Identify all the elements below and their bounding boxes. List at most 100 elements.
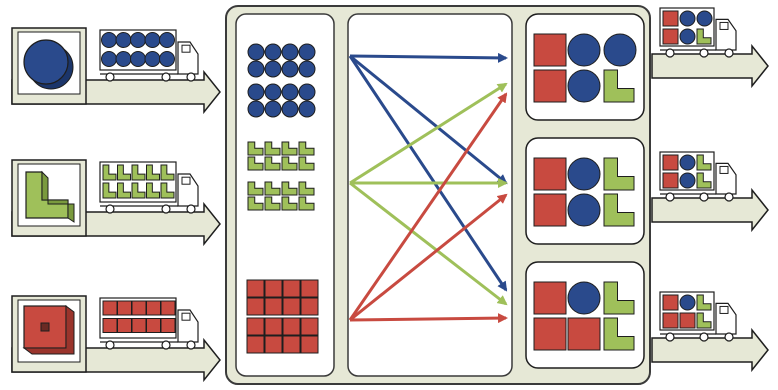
- circle-item: [568, 70, 600, 102]
- circle-item: [116, 33, 131, 48]
- square-item: [161, 301, 175, 315]
- truck-wheel: [187, 341, 195, 349]
- outbound-box-3: [526, 262, 644, 368]
- destination-row-3: [652, 292, 768, 370]
- square-item: [103, 301, 117, 315]
- truck-wheel: [700, 333, 708, 341]
- truck-wheel: [725, 193, 733, 201]
- square-item: [534, 194, 566, 226]
- square-item: [283, 280, 300, 297]
- truck-wheel: [666, 193, 674, 201]
- destination-row-1: [652, 8, 768, 86]
- circle-item: [299, 61, 315, 77]
- square-item: [161, 319, 175, 333]
- square-item: [534, 282, 566, 314]
- square-item: [265, 298, 282, 315]
- circle-item: [568, 282, 600, 314]
- square-item: [534, 318, 566, 350]
- destination-row-2: [652, 152, 768, 230]
- source-circle: [24, 40, 68, 84]
- truck-wheel: [700, 193, 708, 201]
- circle-item: [265, 84, 281, 100]
- square-item: [568, 318, 600, 350]
- square-item: [534, 158, 566, 190]
- circle-item: [568, 194, 600, 226]
- cross-dock-hub: [226, 6, 650, 384]
- truck-wheel: [666, 333, 674, 341]
- circle-item: [282, 44, 298, 60]
- truck-wheel: [106, 205, 114, 213]
- square-item: [283, 298, 300, 315]
- square-item: [103, 319, 117, 333]
- circle-item: [680, 11, 695, 26]
- square-item: [663, 11, 678, 26]
- truck-wheel: [162, 73, 170, 81]
- sorting-area: [348, 14, 512, 376]
- circle-item: [160, 52, 175, 67]
- square-item: [301, 318, 318, 335]
- square-item: [118, 301, 132, 315]
- square-item: [301, 280, 318, 297]
- source-square-mark: [41, 323, 49, 331]
- circle-item: [145, 52, 160, 67]
- circle-item: [160, 33, 175, 48]
- circle-item: [282, 84, 298, 100]
- route-arrow-circle-to-1: [350, 56, 506, 58]
- outbound-box-1: [526, 14, 644, 120]
- square-item: [132, 301, 146, 315]
- destination-rows: [652, 8, 768, 370]
- square-item: [301, 336, 318, 353]
- truck-wheel: [106, 73, 114, 81]
- square-item: [265, 318, 282, 335]
- circle-item: [299, 44, 315, 60]
- square-item: [534, 70, 566, 102]
- truck-wheel: [187, 205, 195, 213]
- outbound-box-2: [526, 138, 644, 244]
- truck-wheel: [725, 333, 733, 341]
- circle-item: [265, 101, 281, 117]
- square-item: [147, 319, 161, 333]
- square-item: [663, 173, 678, 188]
- outbound-box-frame: [526, 138, 644, 244]
- square-item: [265, 280, 282, 297]
- square-item: [247, 318, 264, 335]
- truck-wheel: [106, 341, 114, 349]
- square-item: [663, 313, 678, 328]
- circle-item: [680, 155, 695, 170]
- outbound-box-frame: [526, 14, 644, 120]
- square-item: [663, 295, 678, 310]
- circle-item: [131, 52, 146, 67]
- circle-item: [680, 295, 695, 310]
- circle-item: [568, 34, 600, 66]
- square-item: [265, 336, 282, 353]
- truck-window: [720, 306, 728, 313]
- truck-window: [720, 166, 728, 173]
- square-item: [247, 280, 264, 297]
- circle-item: [568, 158, 600, 190]
- circle-item: [282, 61, 298, 77]
- supplier-row-lshape: [12, 160, 220, 244]
- supplier-rows: [12, 28, 220, 380]
- square-item: [663, 155, 678, 170]
- circle-item: [265, 44, 281, 60]
- circle-item: [248, 61, 264, 77]
- truck-window: [720, 22, 728, 29]
- circle-item: [265, 61, 281, 77]
- route-arrow-square-to-3: [350, 318, 506, 320]
- truck-wheel: [725, 49, 733, 57]
- circle-item: [248, 84, 264, 100]
- circle-item: [697, 11, 712, 26]
- circle-item: [282, 101, 298, 117]
- truck-wheel: [666, 49, 674, 57]
- circle-item: [102, 33, 117, 48]
- truck-wheel: [187, 73, 195, 81]
- square-item: [283, 318, 300, 335]
- truck-wheel: [700, 49, 708, 57]
- circle-item: [131, 33, 146, 48]
- truck-window: [182, 313, 190, 320]
- circle-item: [604, 34, 636, 66]
- truck-wheel: [162, 341, 170, 349]
- circle-item: [680, 29, 695, 44]
- outbound-boxes: [526, 14, 644, 368]
